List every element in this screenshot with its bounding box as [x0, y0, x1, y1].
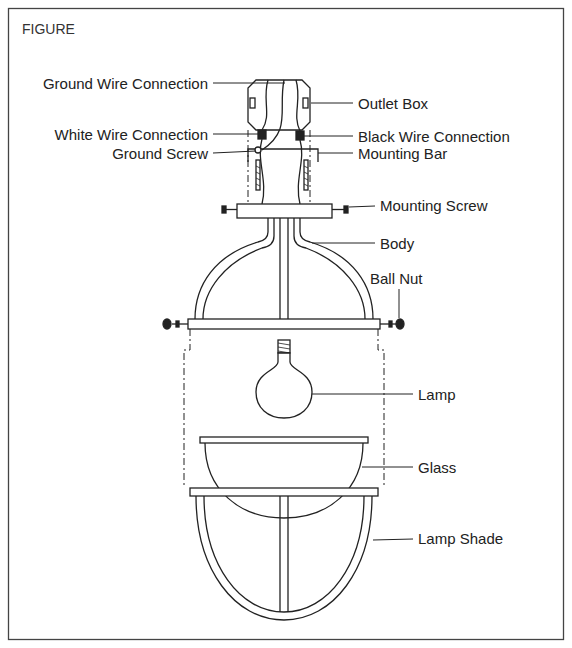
ball-nut: [380, 323, 396, 324]
leader-line: [304, 136, 353, 137]
outlet-box: [250, 98, 255, 108]
part-label: Mounting Bar: [358, 145, 447, 162]
body: [195, 218, 268, 319]
lamp-shade: [190, 488, 378, 620]
figure-border: [9, 9, 564, 640]
leader-line: [399, 289, 400, 318]
wires: [258, 80, 304, 204]
part-label: Body: [380, 235, 414, 252]
mounting-bar: [256, 166, 308, 186]
wires: [258, 130, 266, 139]
wires: [296, 131, 304, 140]
outlet-box: [248, 80, 310, 130]
part-label: Ground Wire Connection: [43, 75, 208, 92]
lamp-shade: [287, 496, 288, 612]
part-label: Ground Screw: [112, 145, 208, 162]
outlet-box: [303, 98, 308, 108]
alignment-line: [248, 130, 249, 204]
canopy: [222, 204, 348, 218]
leader-line: [213, 151, 256, 153]
canopy: [222, 206, 226, 213]
wires: [262, 80, 268, 130]
glass: [205, 443, 363, 518]
body: [203, 218, 274, 319]
canopy: [226, 209, 237, 210]
glass: [200, 437, 368, 518]
outlet-box: [248, 80, 310, 130]
part-label: Glass: [418, 459, 456, 476]
leader-line: [312, 243, 375, 244]
leader-line: [373, 539, 413, 540]
lamp-shade: [204, 496, 364, 612]
part-label: Outlet Box: [358, 95, 428, 112]
lamp-bulb: [256, 353, 312, 418]
ball-nut: [163, 319, 171, 329]
body: [188, 218, 380, 329]
fixture-drawing: [9, 9, 564, 640]
body: [279, 218, 280, 319]
wires: [262, 80, 284, 150]
leader-line: [318, 153, 353, 154]
mounting-bar: [255, 147, 261, 153]
ball-nut: [389, 321, 392, 327]
part-label: Ball Nut: [370, 270, 423, 287]
mounting-bar: [248, 147, 318, 190]
part-label: Lamp Shade: [418, 530, 503, 547]
wires: [296, 80, 300, 131]
leader-line: [213, 83, 285, 84]
canopy: [332, 209, 344, 210]
part-label: Mounting Screw: [380, 197, 488, 214]
leader-line: [349, 206, 375, 207]
body: [188, 319, 380, 329]
glass: [200, 437, 368, 443]
lamp-bulb: [278, 343, 290, 353]
leader-line: [312, 394, 413, 395]
lamp-shade: [190, 488, 378, 496]
ball-nut: [163, 319, 404, 329]
alignment-line: [184, 329, 190, 488]
part-label: White Wire Connection: [55, 126, 208, 143]
ball-nut: [172, 323, 188, 324]
leader-line: [362, 467, 413, 468]
canopy: [344, 206, 348, 213]
body: [287, 218, 288, 319]
body: [300, 218, 373, 319]
alignment-line: [310, 130, 311, 204]
part-label: Black Wire Connection: [358, 128, 510, 145]
canopy: [237, 204, 332, 218]
ball-nut: [396, 319, 404, 329]
lamp-bulb: [256, 340, 312, 418]
ball-nut: [176, 321, 179, 327]
leader-line: [213, 134, 258, 135]
lamp-shade: [279, 496, 280, 612]
alignment-line: [184, 130, 384, 488]
part-label: Lamp: [418, 386, 456, 403]
body: [294, 218, 365, 319]
leader-line: [311, 103, 353, 104]
lamp-bulb: [278, 340, 290, 353]
alignment-line: [378, 329, 384, 488]
figure-title: FIGURE: [22, 21, 75, 37]
lamp-shade: [196, 496, 372, 620]
